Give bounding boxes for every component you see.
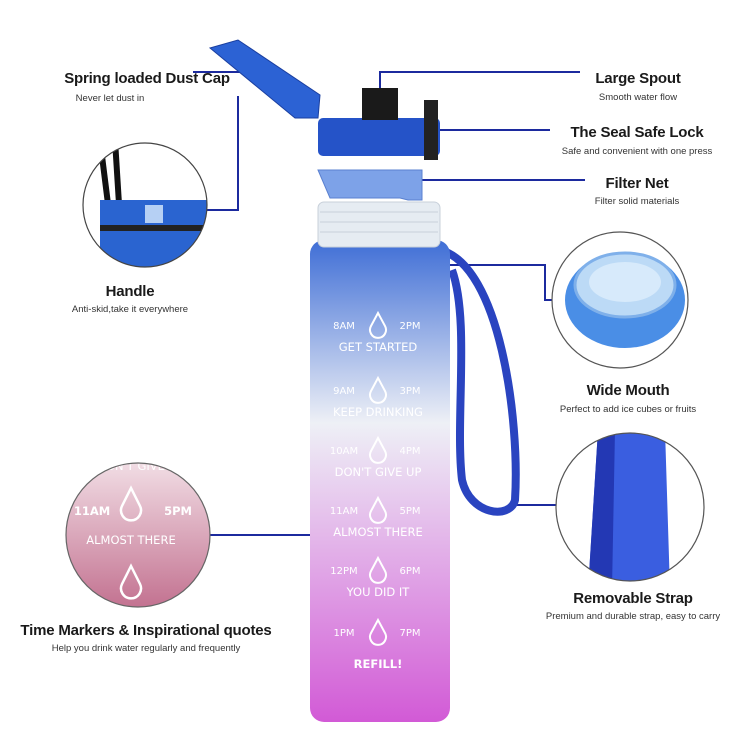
marker-quote: DON'T GIVE UP: [335, 465, 422, 479]
water-drop-icon: [369, 495, 387, 524]
water-drop-icon: [369, 555, 387, 584]
mouth-sub: Perfect to add ice cubes or fruits: [559, 404, 697, 415]
marker-quote: GET STARTED: [339, 340, 418, 354]
zoom-time-left: 11AM: [74, 504, 110, 518]
filter-sub: Filter solid materials: [594, 196, 680, 207]
marker-time-left: 12PM: [330, 566, 357, 577]
spout-title: Large Spout: [595, 70, 681, 87]
dust-cap-sub: Never let dust in: [75, 93, 145, 104]
zoom-quote-above: DON'T GIVE: [97, 459, 165, 473]
bottle-cap: [318, 118, 440, 156]
marker-time-left: 8AM: [333, 321, 355, 332]
water-drop-icon: [369, 310, 387, 339]
handle-sub: Anti-skid,take it everywhere: [71, 304, 189, 315]
bottle-strap: [438, 246, 520, 516]
marker-time-right: 3PM: [399, 386, 420, 397]
strap-sub: Premium and durable strap, easy to carry: [545, 611, 721, 622]
marker-time-right: 2PM: [399, 321, 420, 332]
marker-quote: KEEP DRINKING: [333, 405, 423, 419]
marker-time-left: 11AM: [330, 506, 358, 517]
marker-time-left: 9AM: [333, 386, 355, 397]
bottle-body: [310, 240, 450, 722]
filter-title: Filter Net: [605, 175, 669, 192]
marker-quote: ALMOST THERE: [333, 525, 422, 539]
marker-time-right: 5PM: [399, 506, 420, 517]
marker-time-right: 7PM: [399, 628, 420, 639]
marker-time-right: 6PM: [399, 566, 420, 577]
time-marker-detail-image: DON'T GIVE 11AM 5PM ALMOST THERE: [66, 459, 210, 607]
seal-title: The Seal Safe Lock: [570, 124, 704, 141]
strap-detail-image: [556, 433, 704, 581]
strap-title: Removable Strap: [573, 590, 693, 607]
time-markers-sub: Help you drink water regularly and frequ…: [51, 643, 241, 654]
mouth-title: Wide Mouth: [586, 382, 670, 399]
marker-time-left: 10AM: [330, 446, 358, 457]
marker-quote: REFILL!: [354, 657, 403, 671]
zoom-time-right: 5PM: [164, 504, 192, 518]
zoom-quote: ALMOST THERE: [86, 533, 175, 547]
water-drop-icon: [369, 435, 387, 464]
spout-sub: Smooth water flow: [598, 92, 678, 103]
water-drop-icon: [369, 375, 387, 404]
water-drop-icon: [369, 617, 387, 646]
dust-cap-title: Spring loaded Dust Cap: [64, 70, 230, 87]
spout: [362, 88, 398, 120]
bottle-time-markers: 8AM 2PM GET STARTED 9AM 3PM KEEP DRINKING 10AM…: [330, 310, 423, 671]
marker-quote: YOU DID IT: [346, 585, 411, 599]
handle-detail-image: [83, 143, 207, 267]
marker-time-right: 4PM: [399, 446, 420, 457]
dust-cap-lid: [208, 39, 321, 119]
handle-title: Handle: [105, 283, 155, 300]
marker-time-left: 1PM: [333, 628, 354, 639]
filter-net: [317, 169, 423, 201]
time-markers-title: Time Markers & Inspirational quotes: [20, 622, 272, 639]
bottle-neck: [317, 201, 441, 248]
wide-mouth-detail-image: [552, 232, 688, 368]
seal-sub: Safe and convenient with one press: [561, 146, 713, 157]
